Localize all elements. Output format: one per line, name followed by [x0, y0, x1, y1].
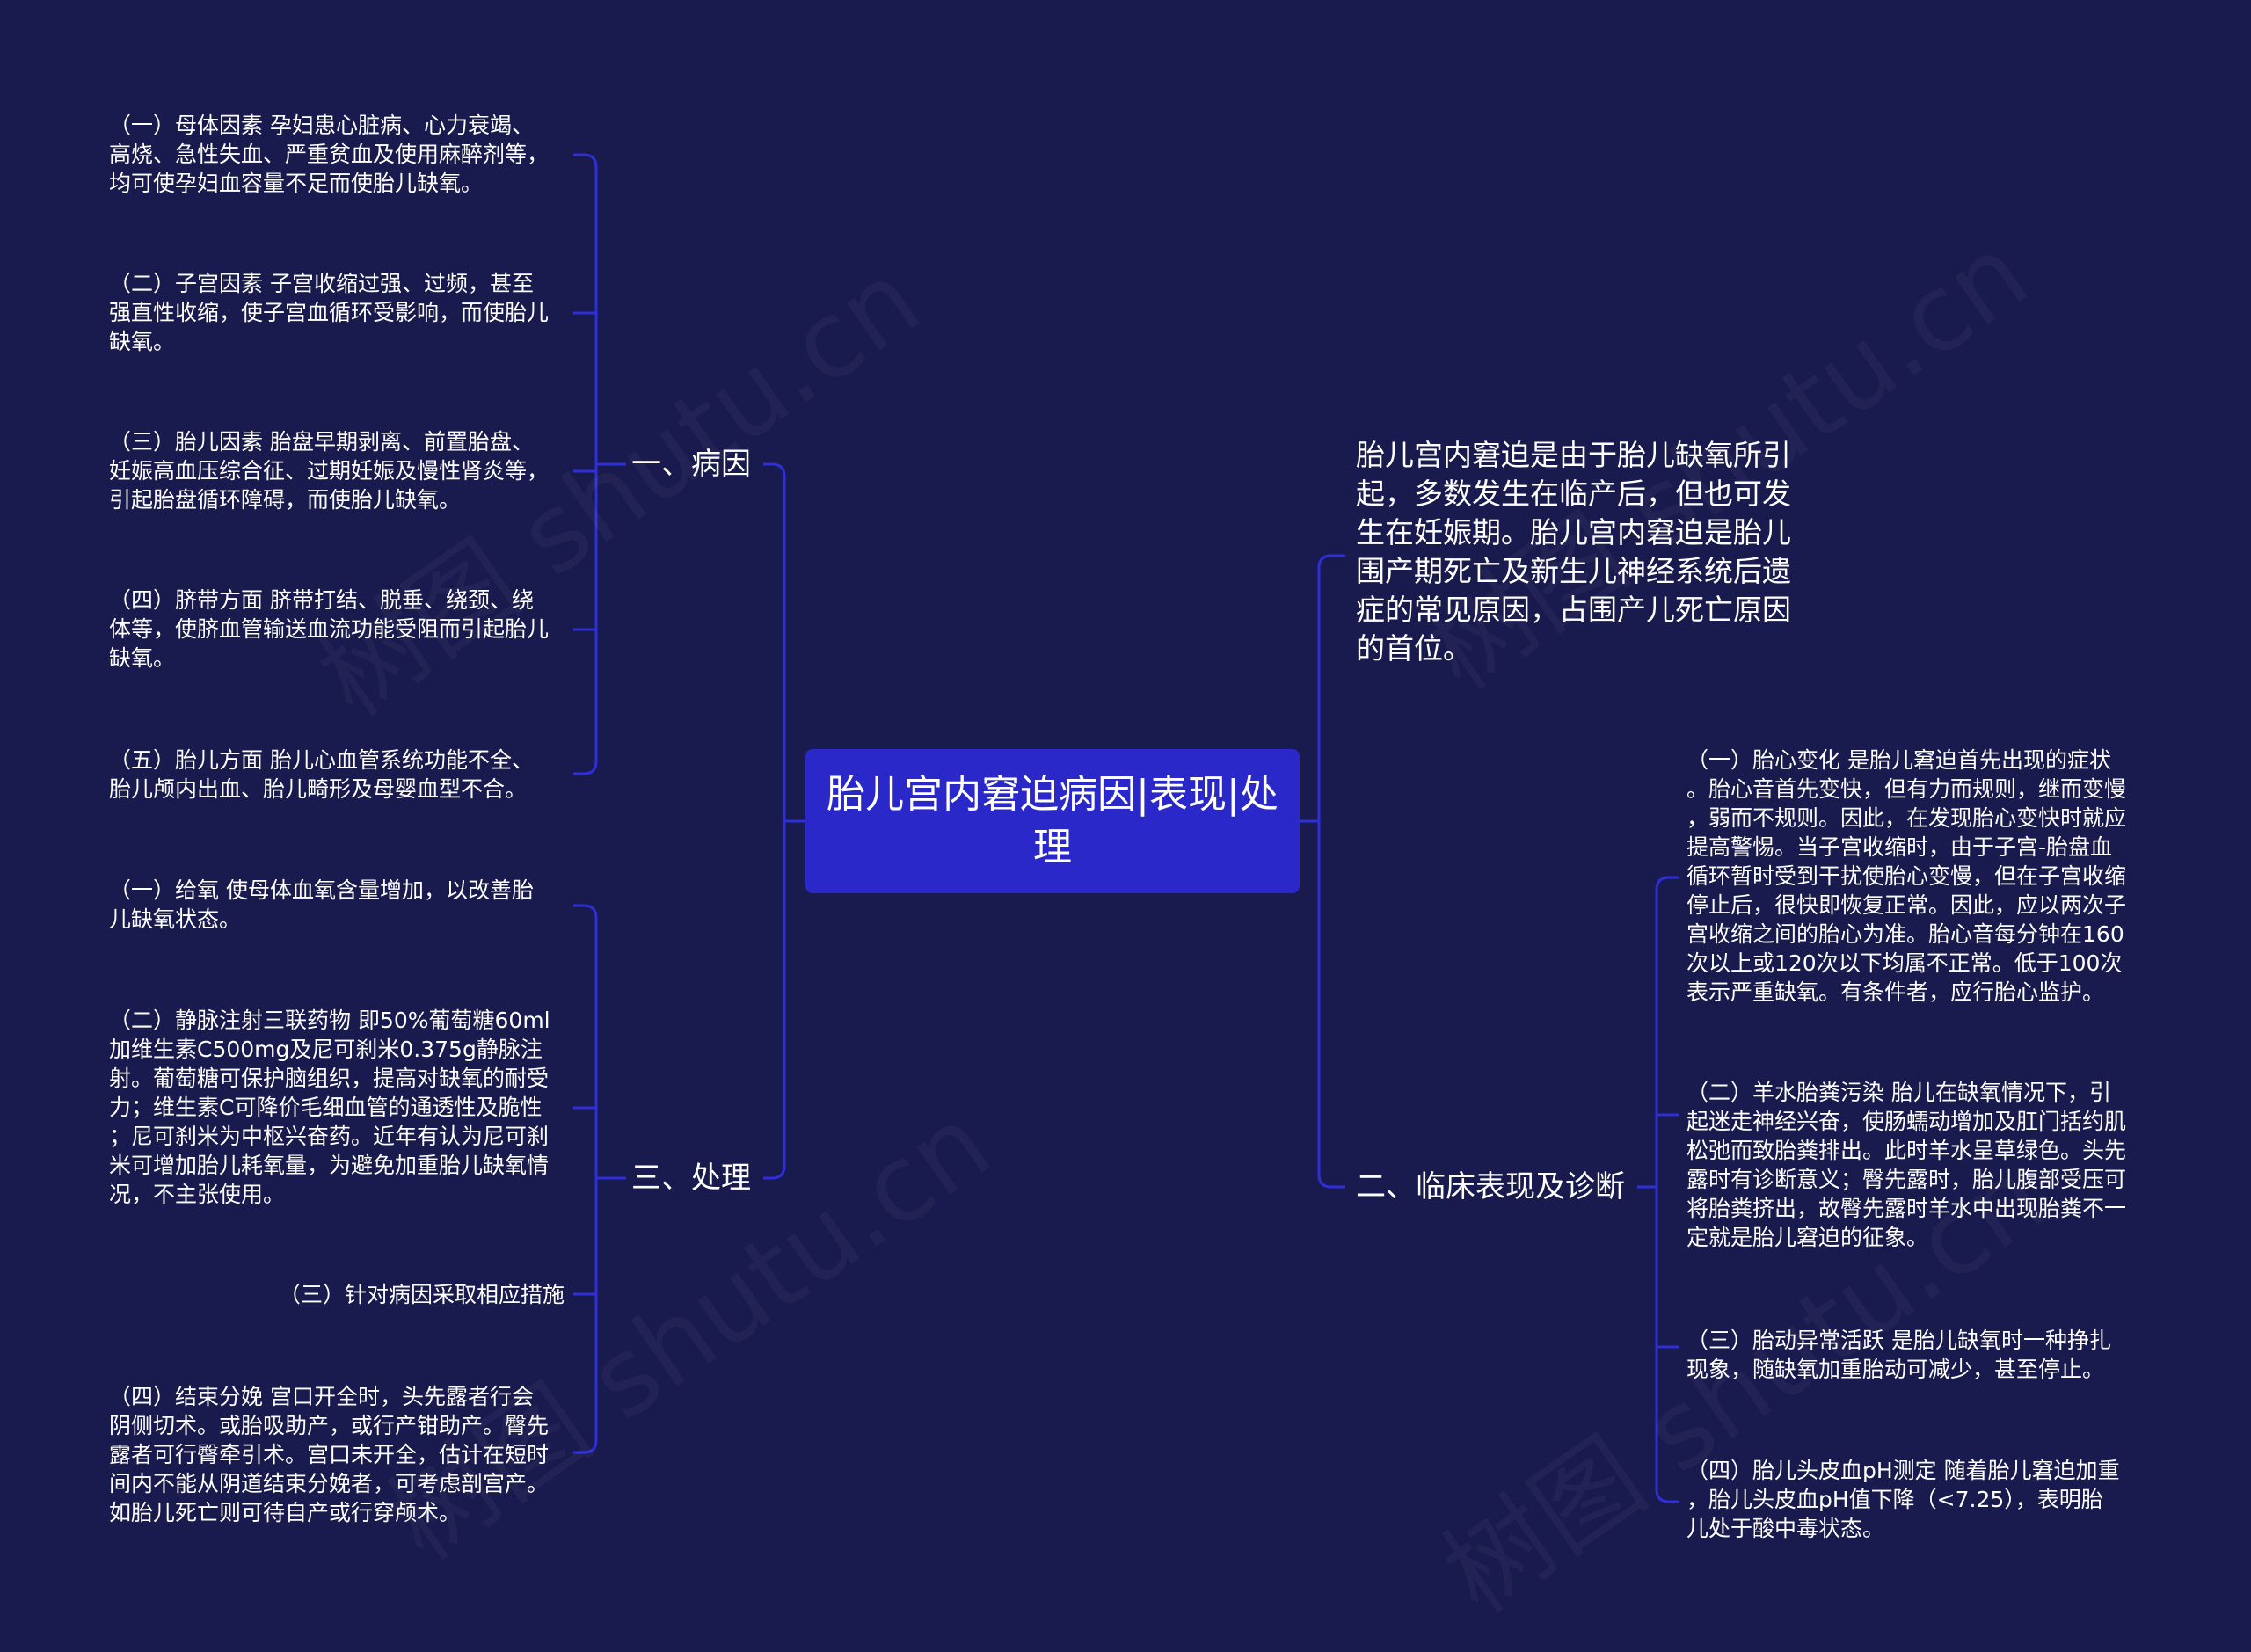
leaf-cause-1[interactable]: （一）母体因素 孕妇患心脏病、心力衰竭、 高烧、急性失血、严重贫血及使用麻醉剂等…: [109, 113, 550, 196]
leaf-treatment-4[interactable]: （四）结束分娩 宫口开全时，头先露者行会 阴侧切术。或胎吸助产，或行产钳助产。臀…: [109, 1384, 550, 1525]
connector-right-trunk: [1317, 554, 1345, 1189]
leaf-clinical-4[interactable]: （四）胎儿头皮血pH测定 随着胎儿窘迫加重 ，胎儿头皮血pH值下降（<7.25）…: [1686, 1458, 2120, 1541]
connector-clinical-leaves: [1655, 876, 1679, 1503]
connector-left-trunk: [763, 462, 786, 1180]
leaf-cause-3[interactable]: （三）胎儿因素 胎盘早期剥离、前置胎盘、 妊娠高血压综合征、过期妊娠及慢性肾炎等…: [109, 429, 550, 513]
leaf-clinical-2[interactable]: （二）羊水胎粪污染 胎儿在缺氧情况下，引 起迷走神经兴奋，使肠蠕动增加及肛门括约…: [1686, 1080, 2127, 1250]
branch-treatment[interactable]: 三、处理: [631, 1161, 751, 1196]
connector-treatment-leaves: [573, 904, 598, 1454]
leaf-treatment-3[interactable]: （三）针对病因采取相应措施: [278, 1282, 565, 1307]
leaf-treatment-1[interactable]: （一）给氧 使母体血氧含量增加，以改善胎 儿缺氧状态。: [109, 877, 534, 932]
root-title: 胎儿宫内窘迫病因|表现|处理: [827, 772, 1278, 870]
leaf-treatment-2[interactable]: （二）静脉注射三联药物 即50%葡萄糖60ml 加维生素C500mg及尼可刹米0…: [109, 1008, 550, 1207]
leaf-clinical-1[interactable]: （一）胎心变化 是胎儿窘迫首先出现的症状 。胎心音首先变快，但有力而规则，继而变…: [1686, 747, 2127, 1005]
summary-text[interactable]: 胎儿宫内窘迫是由于胎儿缺氧所引 起，多数发生在临产后，但也可发 生在妊娠期。胎儿…: [1356, 438, 1791, 666]
connector-cause-leaves: [573, 153, 598, 775]
branch-cause[interactable]: 一、病因: [631, 447, 751, 482]
root-topic[interactable]: 胎儿宫内窘迫病因|表现|处理: [805, 749, 1300, 893]
leaf-cause-5[interactable]: （五）胎儿方面 胎儿心血管系统功能不全、 胎儿颅内出血、胎儿畸形及母婴血型不合。: [109, 747, 534, 802]
branch-clinical[interactable]: 二、临床表现及诊断: [1356, 1169, 1625, 1204]
leaf-clinical-3[interactable]: （三）胎动异常活跃 是胎儿缺氧时一种挣扎 现象，随缺氧加重胎动可减少，甚至停止。: [1686, 1328, 2111, 1382]
leaf-cause-4[interactable]: （四）脐带方面 脐带打结、脱垂、绕颈、绕 体等，使脐血管输送血流功能受阻而引起胎…: [109, 587, 550, 671]
leaf-cause-2[interactable]: （二）子宫因素 子宫收缩过强、过频，甚至 强直性收缩，使子宫血循环受影响，而使胎…: [109, 271, 550, 354]
